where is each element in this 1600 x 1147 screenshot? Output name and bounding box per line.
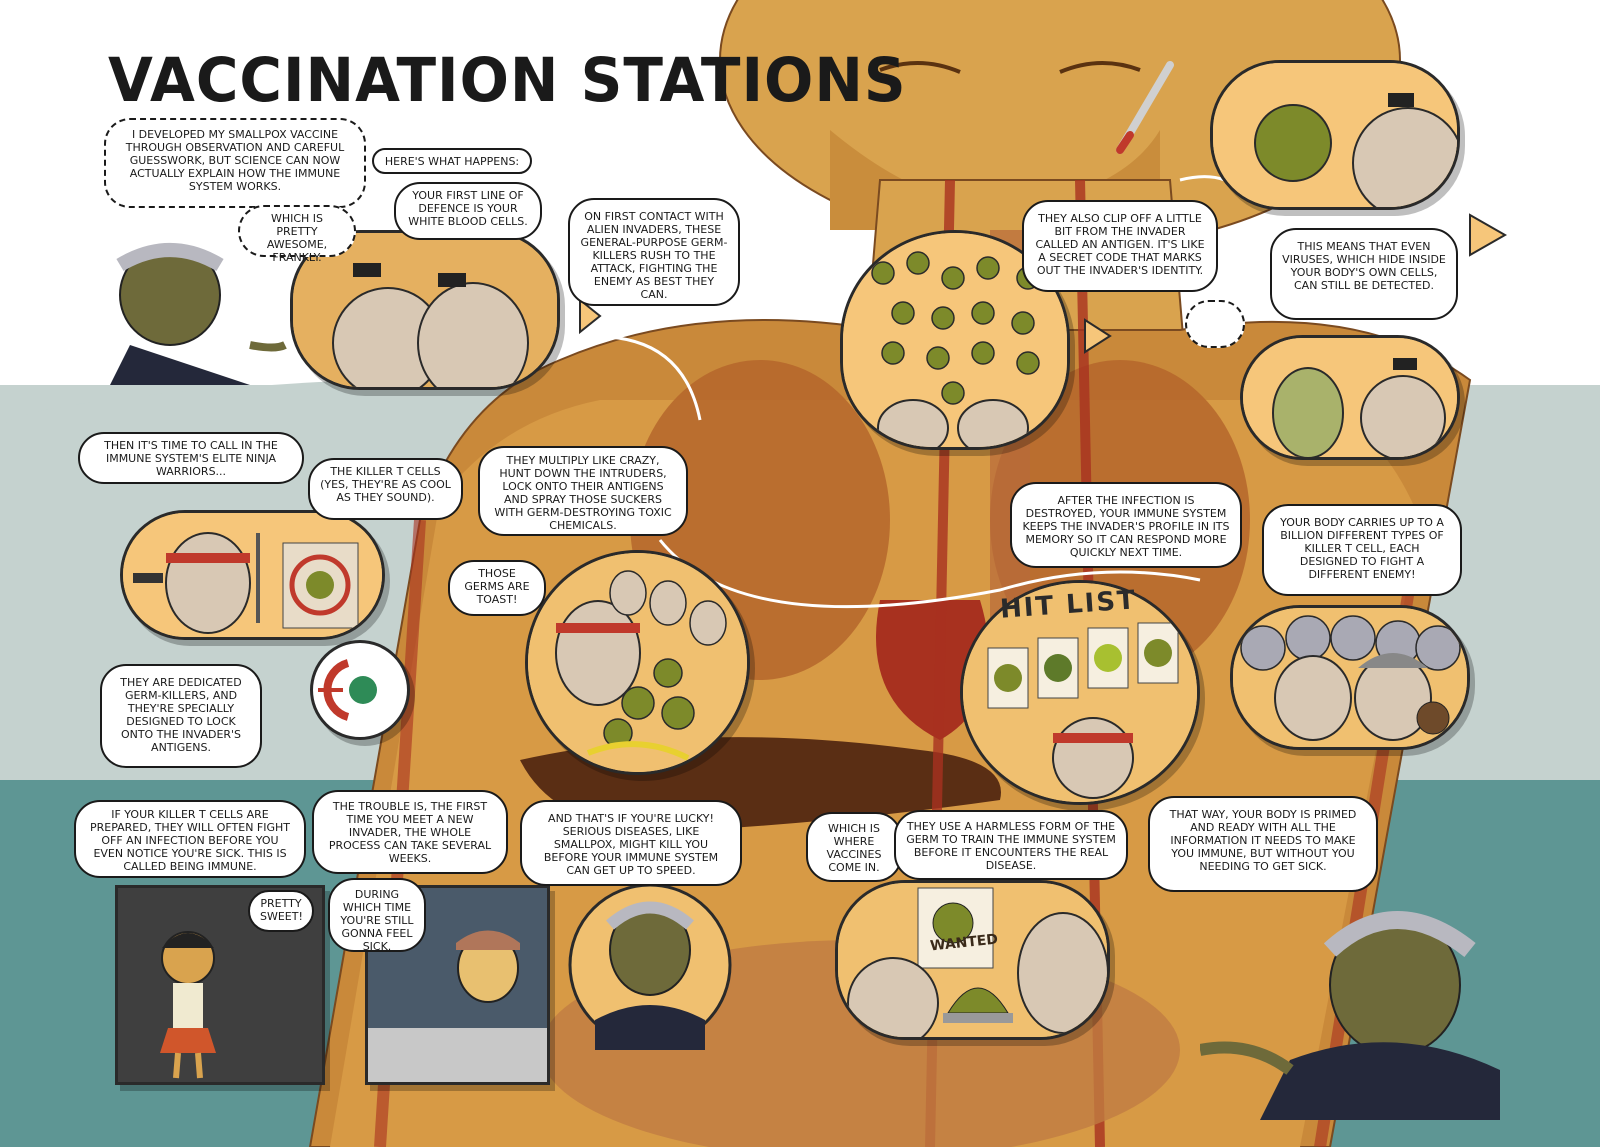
- bubble-harmless: They use a harmless form of the germ to …: [894, 810, 1128, 880]
- bubble-here: Here's what happens:: [372, 148, 532, 174]
- virus-icon: [1254, 104, 1332, 182]
- panel-white-blood-cells: [290, 230, 560, 390]
- bubble-first-line: Your first line of defence is your white…: [394, 182, 542, 240]
- bubble-first-contact: On first contact with alien invaders, th…: [568, 198, 740, 306]
- bubble-toast: Those germs are toast!: [448, 560, 546, 616]
- bubble-vaccines-in: Which is where vaccines come in.: [806, 812, 902, 882]
- bubble-thought: [1185, 300, 1245, 348]
- panel-sick-man: [365, 885, 550, 1085]
- white-blood-cell-right: [417, 282, 529, 387]
- bubble-antigen: They also clip off a little bit from the…: [1022, 200, 1218, 292]
- arrow-right-2: [1084, 318, 1112, 354]
- bubble-billion: Your body carries up to a billion differ…: [1262, 504, 1462, 596]
- bubble-ninja: Then it's time to call in the immune sys…: [78, 432, 304, 484]
- panel-t-cell-army: [1230, 605, 1470, 750]
- bubble-prepared: If your killer T cells are prepared, the…: [74, 800, 306, 878]
- bubble-multiply: They multiply like crazy, hunt down the …: [478, 446, 688, 536]
- bubble-after: After the infection is destroyed, your i…: [1010, 482, 1242, 568]
- panel-virus-detected: [1240, 335, 1460, 460]
- antigen-lock-icon: [310, 640, 410, 740]
- bubble-trouble: The trouble is, the first time you meet …: [312, 790, 508, 874]
- arrow-right-1: [579, 297, 602, 335]
- bubble-awesome: Which is pretty awesome, frankly.: [238, 205, 356, 264]
- gun-icon: [133, 573, 163, 583]
- page-title: VACCINATION STATIONS: [108, 44, 907, 116]
- panel-germ-attack: [840, 230, 1070, 450]
- jenner-portrait-1: [100, 235, 290, 385]
- bubble-primed: That way, your body is primed and ready …: [1148, 796, 1378, 892]
- panel-vaccine-training: [835, 880, 1110, 1040]
- bubble-lucky: And that's if you're lucky! Serious dise…: [520, 800, 742, 886]
- panel-battle: [525, 550, 750, 775]
- arrow-down-1: [1469, 213, 1508, 257]
- panel-antigen-clip: [1210, 60, 1460, 210]
- panel-hit-list: [960, 580, 1200, 805]
- panel-killer-t-cell: [120, 510, 385, 640]
- bubble-pretty-sweet: Pretty sweet!: [248, 890, 314, 932]
- jenner-portrait-2: [555, 880, 735, 1050]
- bubble-viruses: This means that even viruses, which hide…: [1270, 228, 1458, 320]
- bubble-dedicated: They are dedicated germ-killers, and the…: [100, 664, 262, 768]
- jenner-portrait-3: [1198, 890, 1520, 1120]
- bubble-killer: The killer T cells (yes, they're as cool…: [308, 458, 463, 520]
- target-icon: [289, 554, 351, 616]
- bubble-during: During which time you're still gonna fee…: [328, 878, 426, 953]
- bubble-intro: I developed my smallpox vaccine through …: [104, 118, 366, 208]
